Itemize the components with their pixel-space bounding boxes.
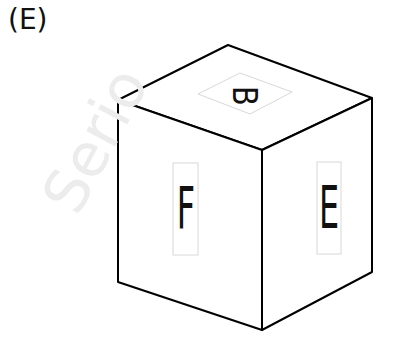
- letter-patch: [173, 163, 198, 255]
- face-letter: E: [319, 179, 339, 237]
- panel-label: (E): [8, 6, 48, 34]
- letter-patch: [317, 162, 341, 254]
- face-letter: F: [177, 180, 195, 238]
- letter-patch: [198, 73, 292, 114]
- cube-left-face: [118, 100, 262, 330]
- face-letter: B: [228, 86, 262, 106]
- cube-right-face: [262, 98, 372, 330]
